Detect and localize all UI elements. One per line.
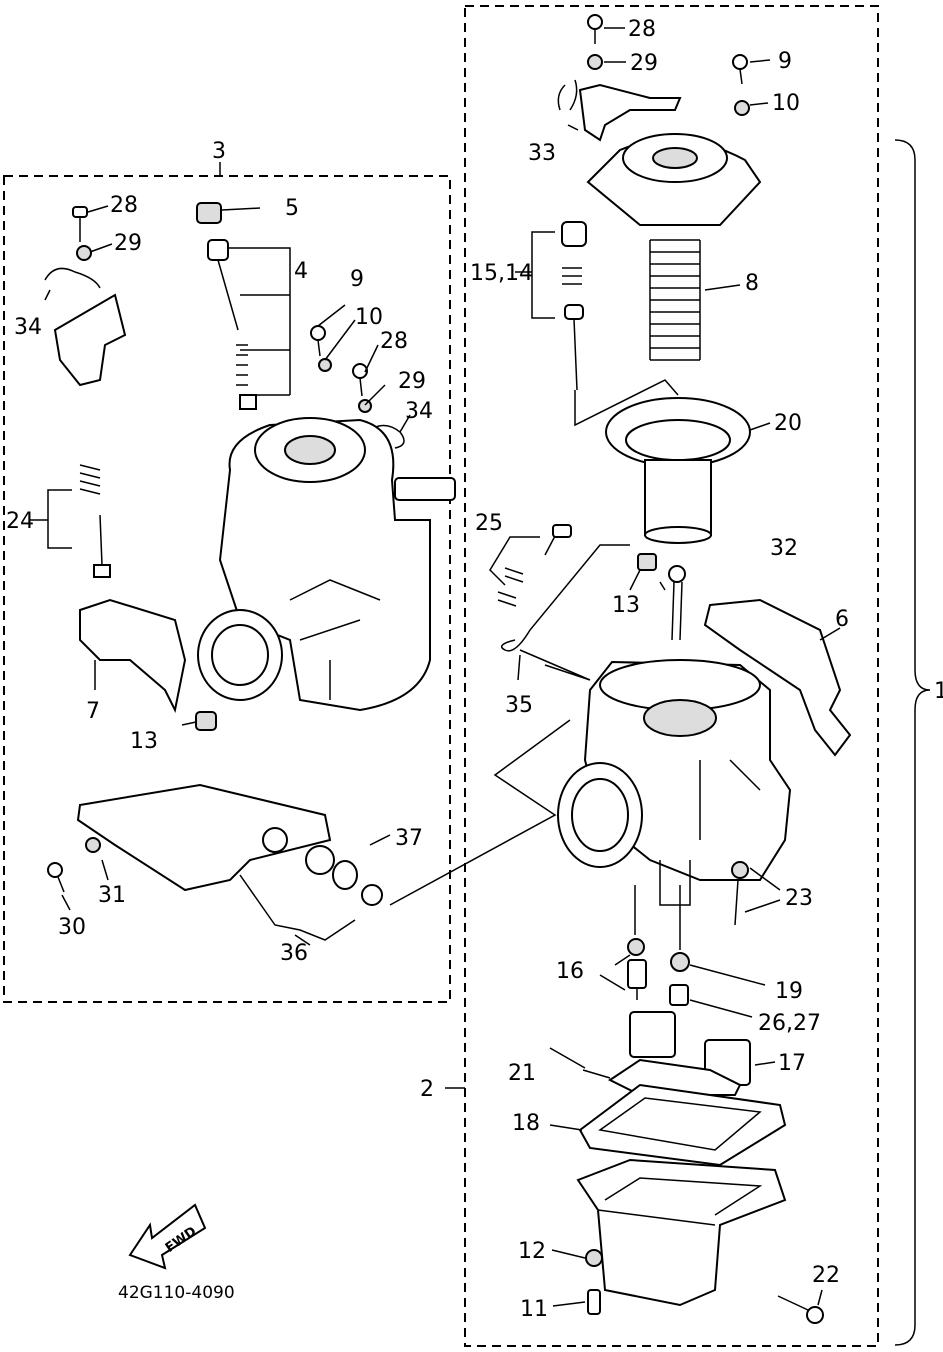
label-29-right: 29 (630, 51, 658, 76)
label-5: 5 (285, 196, 299, 221)
assembly-1-bracket (894, 139, 931, 1346)
gasket-18 (578, 1083, 787, 1167)
label-17: 17 (778, 1051, 806, 1076)
label-12: 12 (518, 1239, 546, 1264)
washer-12 (585, 1249, 603, 1267)
label-9-right: 9 (778, 49, 792, 74)
shaft-37-36 (262, 827, 383, 906)
label-24: 24 (6, 509, 34, 534)
screw-28-left (72, 206, 88, 242)
rod-35 (500, 544, 630, 652)
nut-31 (85, 837, 101, 853)
screw-28b-left (352, 363, 368, 397)
carburetor-body-right (557, 659, 792, 906)
top-cover (586, 133, 762, 226)
label-8: 8 (745, 271, 759, 296)
label-6: 6 (835, 607, 849, 632)
label-20: 20 (774, 411, 802, 436)
screw-28-right (587, 14, 603, 44)
needle-jet-15-14 (561, 221, 587, 391)
label-36: 36 (280, 941, 308, 966)
bracket-6 (703, 598, 852, 757)
screw-25 (497, 524, 572, 607)
label-10-left: 10 (355, 305, 383, 330)
clip-34-left (44, 267, 101, 289)
label-34-left: 34 (14, 315, 42, 340)
washer-10-right (734, 100, 750, 116)
label-28b-left: 28 (380, 329, 408, 354)
label-28-right: 28 (628, 17, 656, 42)
screw-9-left (310, 325, 326, 357)
label-34b-left: 34 (405, 399, 433, 424)
screw-9-right (732, 54, 748, 85)
diaphragm-piston-20 (605, 397, 751, 544)
jet-26-27 (669, 984, 689, 1006)
label-35: 35 (505, 693, 533, 718)
label-23: 23 (785, 886, 813, 911)
nut-13-left (195, 711, 217, 731)
screw-30 (47, 862, 65, 893)
label-31: 31 (98, 883, 126, 908)
screw-11 (587, 1289, 601, 1315)
plate-33 (578, 83, 682, 142)
washer-10-left (318, 358, 332, 372)
label-19: 19 (775, 979, 803, 1004)
label-11: 11 (520, 1297, 548, 1322)
jet-16 (627, 959, 647, 1000)
cross-assembly-link (389, 719, 571, 906)
label-29-left: 29 (114, 231, 142, 256)
spring-8 (649, 239, 701, 361)
label-13-right: 13 (612, 593, 640, 618)
label-22: 22 (812, 1263, 840, 1288)
label-37: 37 (395, 826, 423, 851)
clip-33 (557, 79, 578, 111)
bracket-left (53, 293, 127, 387)
label-13-left: 13 (130, 729, 158, 754)
label-16: 16 (556, 959, 584, 984)
leaders-right (489, 27, 841, 1307)
label-25: 25 (475, 511, 503, 536)
leaders-left (30, 205, 411, 946)
needle-assembly-4 (207, 239, 257, 410)
label-29b-left: 29 (398, 369, 426, 394)
label-group-2: 2 (420, 1077, 434, 1102)
float-bowl (576, 1158, 787, 1307)
label-18: 18 (512, 1111, 540, 1136)
label-21: 21 (508, 1061, 536, 1086)
label-group-3: 3 (212, 139, 226, 164)
label-26-27: 26,27 (758, 1011, 821, 1036)
label-32: 32 (770, 536, 798, 561)
screw-22 (777, 1295, 824, 1324)
label-group-1: 1 (934, 679, 943, 704)
label-9-left: 9 (350, 267, 364, 292)
plate-bracket-left (76, 783, 332, 892)
label-28-left: 28 (110, 193, 138, 218)
cap-5 (196, 202, 222, 224)
gasket-18-inner (598, 1097, 762, 1151)
label-30: 30 (58, 915, 86, 940)
assembly-3-frame (3, 175, 451, 1003)
nut-13-right (637, 553, 657, 571)
washer-29-left (76, 245, 92, 261)
label-7: 7 (86, 699, 100, 724)
washer-29-right (587, 54, 603, 70)
washer-19 (670, 952, 690, 972)
label-15-14: 15,14 (470, 261, 533, 286)
carburetor-body-left (197, 417, 456, 712)
screw-23 (731, 861, 749, 926)
float-17 (608, 1011, 751, 1096)
assembly-2-frame (464, 5, 879, 1347)
pin-21 (549, 1047, 586, 1069)
label-33: 33 (528, 141, 556, 166)
forward-arrow: FWD (128, 1203, 207, 1270)
washer-16 (627, 938, 645, 956)
lever-7 (79, 598, 187, 714)
label-4: 4 (294, 259, 308, 284)
screw-32 (668, 565, 686, 641)
label-10-right: 10 (772, 91, 800, 116)
part-code: 42G110-4090 (118, 1283, 235, 1303)
spring-24 (79, 464, 111, 578)
